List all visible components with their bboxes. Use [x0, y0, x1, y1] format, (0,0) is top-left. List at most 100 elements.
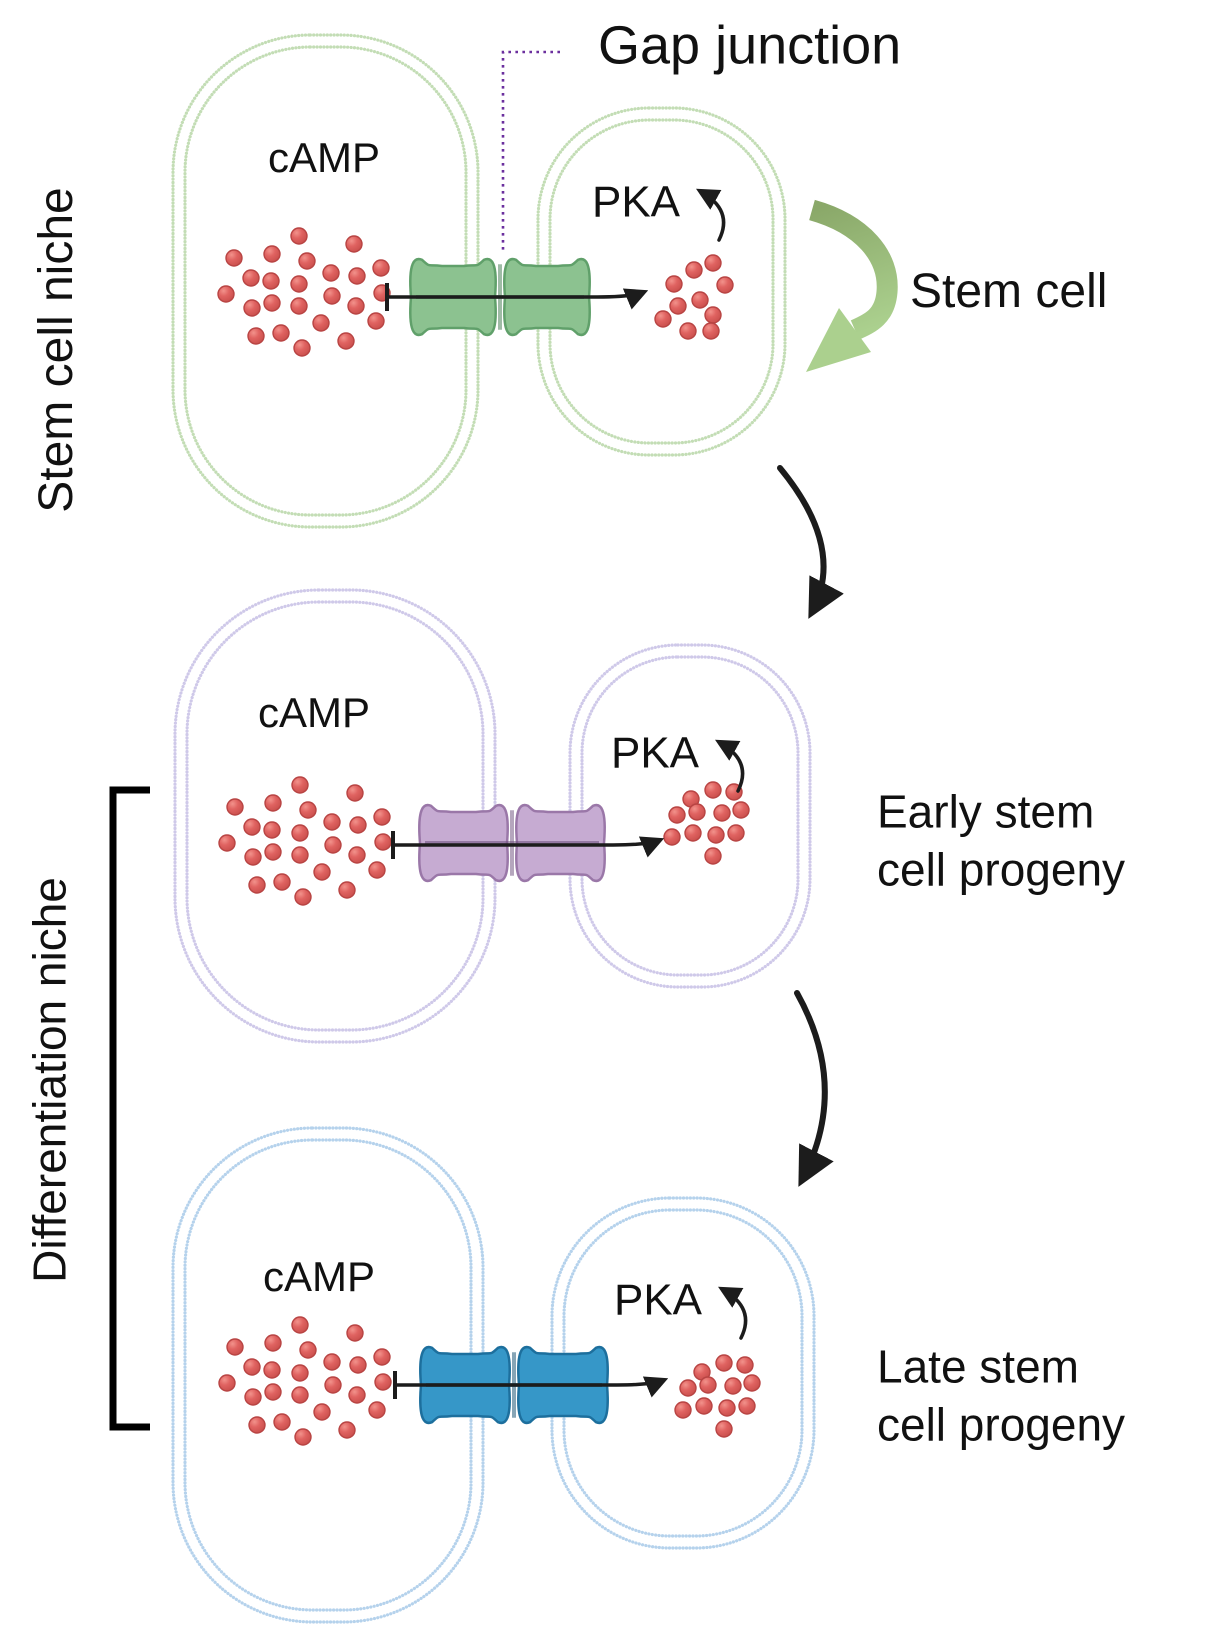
camp-molecule-dot: [718, 1399, 736, 1417]
early-progeny-label: Early stem cell progeny: [877, 785, 1126, 896]
camp-molecule-dot: [704, 306, 722, 324]
camp-molecule-dot: [702, 322, 720, 340]
camp-molecule-dot: [716, 276, 734, 294]
camp-molecule-dot: [367, 312, 385, 330]
camp-molecule-dot: [243, 299, 261, 317]
camp-molecule-dot: [323, 287, 341, 305]
camp-label-late: cAMP: [262, 1252, 376, 1300]
camp-molecule-dot: [674, 1401, 692, 1419]
early-progeny-gap-junction-channel: [418, 803, 606, 883]
camp-molecule-dot: [349, 1356, 367, 1374]
late-progeny-label: Late stem cell progeny: [877, 1340, 1126, 1451]
camp-molecule-dot: [724, 1377, 742, 1395]
camp-molecule-dot: [732, 801, 750, 819]
camp-molecule-dot: [743, 1374, 761, 1392]
camp-molecule-dot: [668, 806, 686, 824]
camp-molecule-dot: [715, 1420, 733, 1438]
early-progeny-group: [173, 588, 812, 1044]
camp-molecule-dot: [263, 821, 281, 839]
stage-transition-arrow-2: [794, 990, 834, 1187]
camp-molecule-dot: [299, 1341, 317, 1359]
camp-molecule-dot: [294, 1428, 312, 1446]
camp-molecule-dot: [262, 272, 280, 290]
early-progeny-pka-activation-arrow: [715, 739, 745, 793]
camp-molecule-dot: [263, 1361, 281, 1379]
early-progeny-transfer-arrow: [391, 831, 665, 859]
camp-molecule-dot: [248, 876, 266, 894]
camp-molecule-dot: [349, 816, 367, 834]
stem-cell-niche-pka-activation-arrow: [696, 188, 726, 242]
camp-molecule-dot: [299, 801, 317, 819]
camp-molecule-dot: [313, 1403, 331, 1421]
pka-label-early: PKA: [610, 728, 700, 778]
camp-molecule-dot: [338, 881, 356, 899]
camp-molecule-dot: [324, 836, 342, 854]
camp-molecule-dot: [290, 275, 308, 293]
camp-molecule-dot: [345, 235, 363, 253]
camp-molecule-dot: [704, 781, 722, 799]
camp-molecule-dot: [713, 804, 731, 822]
camp-molecule-dot: [348, 846, 366, 864]
stem-cell-niche-group: [171, 33, 787, 529]
camp-molecule-dot: [688, 803, 706, 821]
late-progeny-camp-dot-cluster: [218, 1316, 392, 1446]
camp-molecule-dot: [707, 826, 725, 844]
camp-molecule-dot: [217, 285, 235, 303]
camp-molecule-dot: [736, 1356, 754, 1374]
transfer-arrow-shaft: [393, 836, 665, 858]
late-progeny-transfer-arrow: [393, 1371, 669, 1399]
camp-molecule-dot: [368, 1401, 386, 1419]
camp-molecule-dot: [291, 824, 309, 842]
camp-molecule-dot: [654, 310, 672, 328]
camp-molecule-dot: [704, 254, 722, 272]
stem-cell-label: Stem cell: [910, 265, 1108, 318]
camp-molecule-dot: [695, 1397, 713, 1415]
transfer-arrow-shaft: [395, 1376, 669, 1398]
camp-molecule-dot: [290, 227, 308, 245]
stage-transition-arrow-1: [777, 465, 844, 619]
camp-molecule-dot: [226, 1338, 244, 1356]
camp-molecule-dot: [323, 813, 341, 831]
camp-molecule-dot: [727, 824, 745, 842]
camp-molecule-dot: [290, 297, 308, 315]
gap-junction-label: Gap junction: [598, 15, 902, 76]
camp-molecule-dot: [372, 259, 390, 277]
camp-molecule-dot: [324, 1376, 342, 1394]
camp-molecule-dot: [348, 1386, 366, 1404]
camp-molecule-dot: [685, 261, 703, 279]
stem-cell-niche-transfer-arrow: [385, 283, 649, 311]
pka-label-late: PKA: [613, 1275, 703, 1325]
camp-molecule-dot: [264, 843, 282, 861]
early-progeny-camp-dot-cluster: [218, 776, 392, 906]
camp-molecule-dot: [348, 267, 366, 285]
camp-molecule-dot: [218, 834, 236, 852]
camp-molecule-dot: [298, 252, 316, 270]
camp-molecule-dot: [247, 327, 265, 345]
stem-cell-niche-camp-dot-cluster: [217, 227, 391, 357]
camp-molecule-dot: [225, 249, 243, 267]
camp-molecule-dot: [313, 863, 331, 881]
camp-molecule-dot: [368, 861, 386, 879]
camp-molecule-dot: [346, 784, 364, 802]
camp-molecule-dot: [244, 848, 262, 866]
camp-molecule-dot: [291, 776, 309, 794]
camp-molecule-dot: [218, 1374, 236, 1392]
camp-molecule-dot: [663, 828, 681, 846]
camp-molecule-dot: [294, 888, 312, 906]
camp-molecule-dot: [264, 1334, 282, 1352]
camp-molecule-dot: [273, 1413, 291, 1431]
stem-cell-niche-label: Stem cell niche: [30, 187, 83, 513]
camp-molecule-dot: [263, 294, 281, 312]
camp-molecule-dot: [715, 1354, 733, 1372]
camp-molecule-dot: [263, 245, 281, 263]
camp-molecule-dot: [665, 275, 683, 293]
camp-molecule-dot: [738, 1397, 756, 1415]
camp-molecule-dot: [291, 1316, 309, 1334]
camp-molecule-dot: [322, 264, 340, 282]
camp-molecule-dot: [374, 833, 392, 851]
camp-molecule-dot: [373, 1348, 391, 1366]
late-progeny-transferred-dot-cluster: [674, 1354, 761, 1438]
late-progeny-pka-activation-arrow: [718, 1286, 748, 1340]
camp-molecule-dot: [291, 846, 309, 864]
